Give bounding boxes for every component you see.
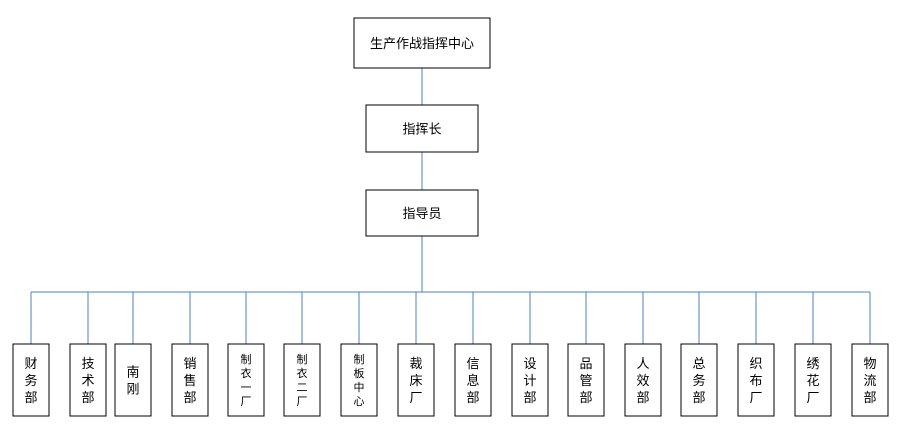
department-node-3-label: 南刚 xyxy=(126,364,139,397)
department-node-2: 技术部 xyxy=(69,343,107,417)
department-node-12-box xyxy=(624,343,662,417)
department-node-13-box xyxy=(680,343,718,417)
department-node-1-label: 财务部 xyxy=(24,357,37,406)
department-node-4-label: 销售部 xyxy=(183,357,196,406)
department-node-15: 绣花厂 xyxy=(794,343,832,417)
department-node-3: 南刚 xyxy=(114,343,152,417)
department-node-2-label: 技术部 xyxy=(81,357,94,406)
department-node-8: 裁床厂 xyxy=(397,343,435,417)
department-node-13-label: 总务部 xyxy=(692,357,705,406)
connector-lines xyxy=(30,68,871,344)
department-node-10: 设计部 xyxy=(511,343,549,417)
department-node-10-box xyxy=(511,343,549,417)
command-center-node-box xyxy=(353,17,491,69)
department-node-11-box xyxy=(567,343,605,417)
department-node-4-box xyxy=(171,343,209,417)
department-node-16-label: 物流部 xyxy=(863,357,876,406)
department-node-5-label: 制衣一厂 xyxy=(241,353,252,408)
department-node-5-box xyxy=(227,343,265,417)
command-center-node: 生产作战指挥中心 xyxy=(353,17,491,69)
commander-node-box xyxy=(365,104,479,153)
department-node-8-label: 裁床厂 xyxy=(409,356,422,406)
department-node-16-box xyxy=(851,343,889,417)
department-node-11: 品管部 xyxy=(567,343,605,417)
department-node-15-label: 绣花厂 xyxy=(806,357,819,406)
department-node-12-label: 人效部 xyxy=(636,357,649,406)
department-node-7-box xyxy=(340,343,378,417)
commander-node-label: 指挥长 xyxy=(402,123,441,138)
commander-node: 指挥长 xyxy=(365,104,479,153)
department-node-3-box xyxy=(114,343,152,417)
department-node-13: 总务部 xyxy=(680,343,718,417)
department-node-9-label: 信息部 xyxy=(466,357,479,406)
department-node-6-label: 制衣二厂 xyxy=(297,353,308,408)
department-node-11-label: 品管部 xyxy=(579,357,592,406)
department-node-6: 制衣二厂 xyxy=(283,343,321,417)
department-node-7: 制板中心 xyxy=(340,343,378,417)
department-node-2-box xyxy=(69,343,107,417)
instructor-node: 指导员 xyxy=(365,189,479,237)
department-node-1-box xyxy=(12,343,50,417)
command-center-node-label: 生产作战指挥中心 xyxy=(370,37,474,52)
department-node-7-label: 制板中心 xyxy=(354,353,365,408)
department-node-1: 财务部 xyxy=(12,343,50,417)
department-node-14-box xyxy=(737,343,775,417)
department-node-12: 人效部 xyxy=(624,343,662,417)
department-node-9: 信息部 xyxy=(454,343,492,417)
instructor-node-label: 指导员 xyxy=(402,207,441,222)
department-node-6-box xyxy=(283,343,321,417)
department-node-14-label: 织布厂 xyxy=(749,357,762,406)
department-node-14: 织布厂 xyxy=(737,343,775,417)
department-node-9-box xyxy=(454,343,492,417)
instructor-node-box xyxy=(365,189,479,237)
department-node-5: 制衣一厂 xyxy=(227,343,265,417)
department-node-10-label: 设计部 xyxy=(523,357,536,406)
department-node-4: 销售部 xyxy=(171,343,209,417)
department-node-16: 物流部 xyxy=(851,343,889,417)
department-node-8-box xyxy=(397,343,435,417)
department-node-15-box xyxy=(794,343,832,417)
